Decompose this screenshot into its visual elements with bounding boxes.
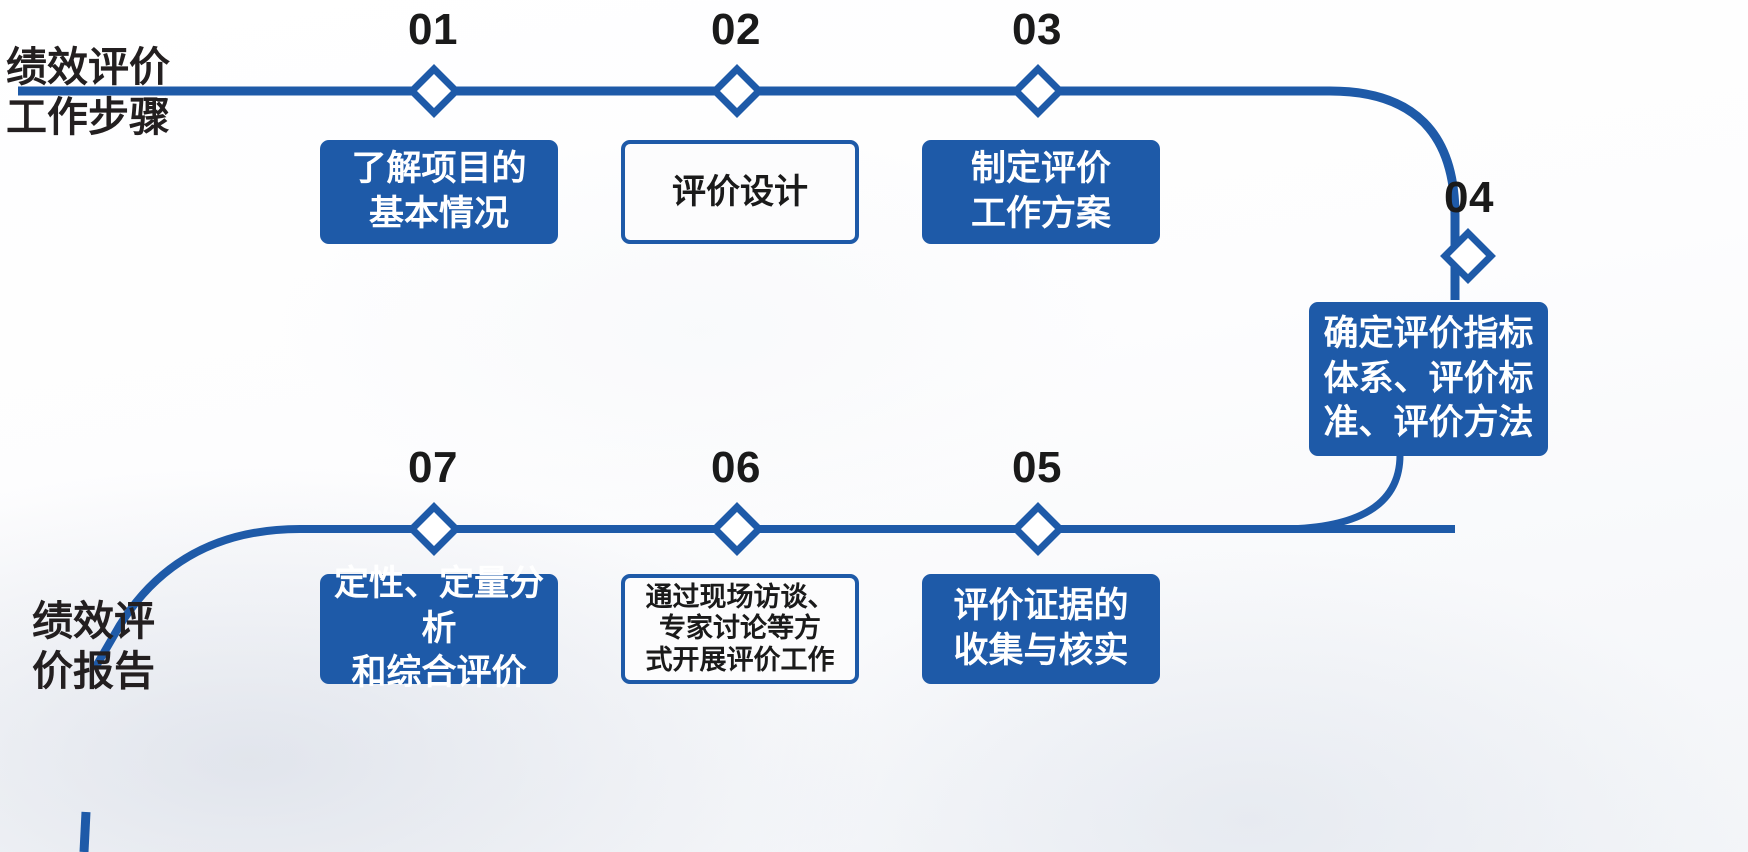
step-box-03[interactable]: 制定评价 工作方案 [922, 140, 1160, 244]
step-number-02: 02 [711, 5, 761, 54]
step-number-04: 04 [1444, 173, 1494, 222]
step-number-03: 03 [1012, 5, 1062, 54]
diamond-marker-05 [1011, 502, 1065, 556]
top-rail-path [18, 86, 1460, 300]
diamond-marker-03 [1011, 64, 1065, 118]
step-box-06[interactable]: 通过现场访谈、 专家讨论等方 式开展评价工作 [621, 574, 859, 684]
diamond-marker-04 [1440, 228, 1496, 284]
step-box-05[interactable]: 评价证据的 收集与核实 [922, 574, 1160, 684]
diamond-marker-07 [407, 502, 461, 556]
diamond-marker-01 [407, 64, 461, 118]
right-descender-path [1284, 454, 1404, 533]
step-box-04[interactable]: 确定评价指标 体系、评价标 准、评价方法 [1309, 302, 1548, 456]
step-number-07: 07 [408, 443, 458, 492]
step-box-07[interactable]: 定性、定量分析 和综合评价 [320, 564, 558, 692]
diamond-marker-02 [710, 64, 764, 118]
diamond-marker-06 [710, 502, 764, 556]
step-number-06: 06 [711, 443, 761, 492]
step-number-01: 01 [408, 5, 458, 54]
step-number-05: 05 [1012, 443, 1062, 492]
top-section-caption: 绩效评价 工作步骤 [6, 44, 170, 141]
step-box-02[interactable]: 评价设计 [621, 140, 859, 244]
bottom-left-tick [79, 811, 91, 852]
step-box-01[interactable]: 了解项目的 基本情况 [320, 140, 558, 244]
bottom-section-caption: 绩效评 价报告 [32, 598, 155, 695]
bottom-rail-path [91, 525, 1455, 671]
